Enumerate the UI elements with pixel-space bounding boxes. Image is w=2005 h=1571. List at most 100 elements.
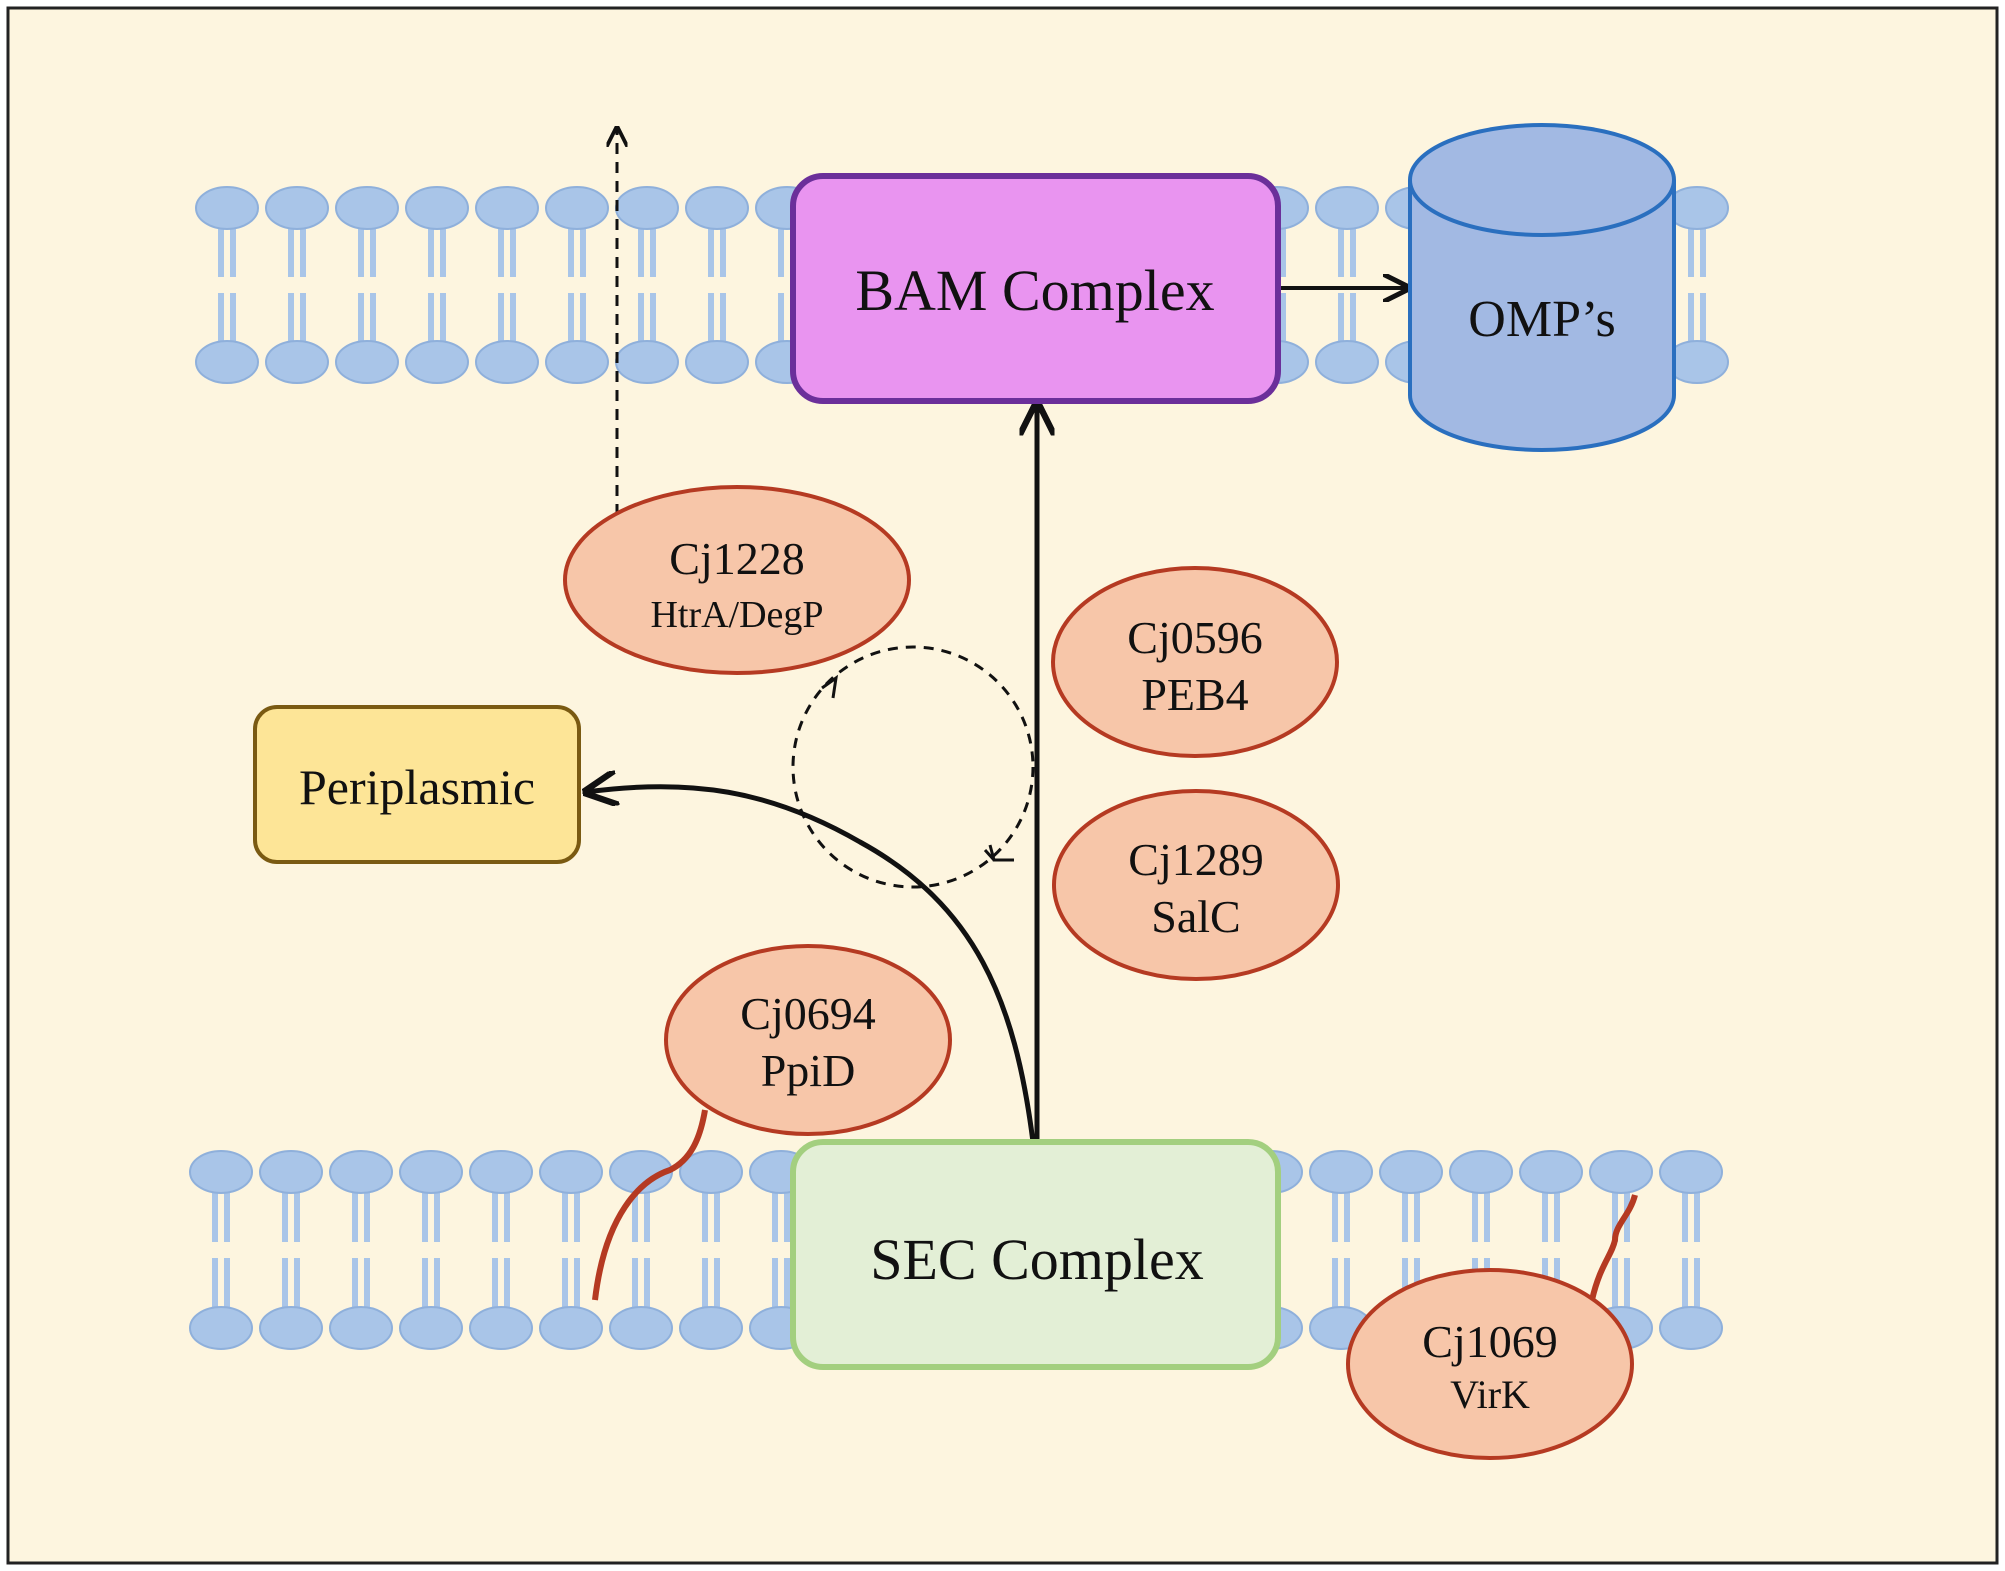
lipid-head bbox=[335, 340, 399, 384]
ppid-anchor bbox=[592, 1109, 708, 1301]
protein-cj1069-ellipse bbox=[1346, 1268, 1634, 1460]
lipid-tail bbox=[352, 1258, 358, 1310]
lipid-tail bbox=[434, 1190, 440, 1242]
lipid-tail bbox=[1402, 1190, 1408, 1242]
lipid-head bbox=[399, 1306, 463, 1350]
lipid-tail bbox=[370, 226, 376, 277]
lipid-tail bbox=[580, 293, 586, 344]
lipid-head bbox=[335, 186, 399, 230]
lipid-head bbox=[1659, 1150, 1723, 1194]
lipid-tail bbox=[632, 1190, 638, 1242]
lipid-tail bbox=[714, 1258, 720, 1310]
omps-barrel-body bbox=[1408, 180, 1676, 452]
lipid-tail bbox=[1350, 293, 1356, 344]
sec-complex: SEC Complex bbox=[790, 1139, 1281, 1370]
protein-cj1228: Cj1228 HtrA/DegP bbox=[563, 485, 911, 675]
lipid-head bbox=[679, 1150, 743, 1194]
omps-barrel: OMP’s bbox=[1408, 123, 1676, 452]
lipid-head bbox=[265, 340, 329, 384]
lipid-head bbox=[259, 1306, 323, 1350]
lipid-tail bbox=[1338, 293, 1344, 344]
lipid-tail bbox=[224, 1258, 230, 1310]
lipid-tail bbox=[1338, 226, 1344, 277]
lipid-head bbox=[685, 340, 749, 384]
lipid-tail bbox=[230, 293, 236, 344]
protein-cj1069-name: VirK bbox=[1450, 1372, 1530, 1417]
protein-cj0596-name: PEB4 bbox=[1141, 669, 1248, 720]
lipid-tail bbox=[212, 1190, 218, 1242]
lipid-tail bbox=[1414, 1190, 1420, 1242]
lipid-head bbox=[399, 1150, 463, 1194]
refolding-cycle bbox=[791, 645, 1035, 889]
protein-cj1289-ellipse bbox=[1052, 789, 1340, 981]
lipid-tail bbox=[778, 226, 784, 277]
lipid-tail bbox=[428, 293, 434, 344]
lipid-tail bbox=[708, 226, 714, 277]
lipid-head bbox=[405, 186, 469, 230]
cycle-arrowhead-bottom bbox=[983, 844, 1014, 862]
lipid-tail bbox=[422, 1190, 428, 1242]
sec-complex-box bbox=[790, 1139, 1281, 1370]
lipid-tail bbox=[714, 1190, 720, 1242]
lipid-head bbox=[545, 340, 609, 384]
lipid-tail bbox=[510, 293, 516, 344]
lipid-tail bbox=[504, 1190, 510, 1242]
lipid-tail bbox=[568, 293, 574, 344]
lipid-tail bbox=[1682, 1190, 1688, 1242]
lipid-tail bbox=[638, 293, 644, 344]
lipid-tail bbox=[282, 1190, 288, 1242]
lipid-tail bbox=[218, 226, 224, 277]
omps-barrel-top bbox=[1408, 123, 1676, 237]
lipid-head bbox=[259, 1150, 323, 1194]
lipid-tail bbox=[1344, 1190, 1350, 1242]
protein-cj1069: Cj1069 VirK bbox=[1346, 1268, 1634, 1460]
lipid-tail bbox=[498, 293, 504, 344]
lipid-head bbox=[469, 1150, 533, 1194]
lipid-tail bbox=[562, 1190, 568, 1242]
lipid-head bbox=[1379, 1150, 1443, 1194]
lipid-tail bbox=[1554, 1190, 1560, 1242]
lipid-tail bbox=[504, 1258, 510, 1310]
lipid-tail bbox=[702, 1258, 708, 1310]
lipid-head bbox=[329, 1306, 393, 1350]
omps-label: OMP’s bbox=[1468, 291, 1615, 348]
lipid-head bbox=[1449, 1150, 1513, 1194]
cycle-arrowhead-top bbox=[821, 674, 839, 699]
lipid-head bbox=[265, 186, 329, 230]
lipid-tail bbox=[364, 1258, 370, 1310]
lipid-tail bbox=[1612, 1190, 1618, 1242]
lipid-head bbox=[189, 1306, 253, 1350]
lipid-tail bbox=[440, 226, 446, 277]
bam-complex-box bbox=[790, 173, 1281, 404]
protein-cj0694-ellipse bbox=[664, 944, 952, 1136]
lipid-tail bbox=[1344, 1258, 1350, 1310]
lipid-tail bbox=[492, 1258, 498, 1310]
lipid-tail bbox=[1700, 226, 1706, 277]
lipid-head bbox=[189, 1150, 253, 1194]
lipid-tail bbox=[300, 226, 306, 277]
lipid-tail bbox=[562, 1258, 568, 1310]
lipid-tail bbox=[370, 293, 376, 344]
bam-complex: BAM Complex bbox=[790, 173, 1281, 404]
lipid-head bbox=[1315, 186, 1379, 230]
lipid-tail bbox=[1612, 1258, 1618, 1310]
lipid-tail bbox=[352, 1190, 358, 1242]
lipid-tail bbox=[1484, 1190, 1490, 1242]
lipid-head bbox=[679, 1306, 743, 1350]
lipid-head bbox=[329, 1150, 393, 1194]
lipid-tail bbox=[708, 293, 714, 344]
lipid-tail bbox=[650, 226, 656, 277]
lipid-tail bbox=[574, 1258, 580, 1310]
lipid-head bbox=[539, 1150, 603, 1194]
periplasmic-box: Periplasmic bbox=[253, 705, 581, 864]
lipid-tail bbox=[364, 1190, 370, 1242]
lipid-tail bbox=[702, 1190, 708, 1242]
lipid-tail bbox=[720, 293, 726, 344]
protein-cj1289-name: SalC bbox=[1151, 891, 1240, 942]
lipid-tail bbox=[498, 226, 504, 277]
lipid-tail bbox=[294, 1190, 300, 1242]
protein-cj0596-ellipse bbox=[1051, 566, 1339, 758]
lipid-tail bbox=[784, 1190, 790, 1242]
lipid-tail bbox=[1472, 1190, 1478, 1242]
lipid-tail bbox=[434, 1258, 440, 1310]
